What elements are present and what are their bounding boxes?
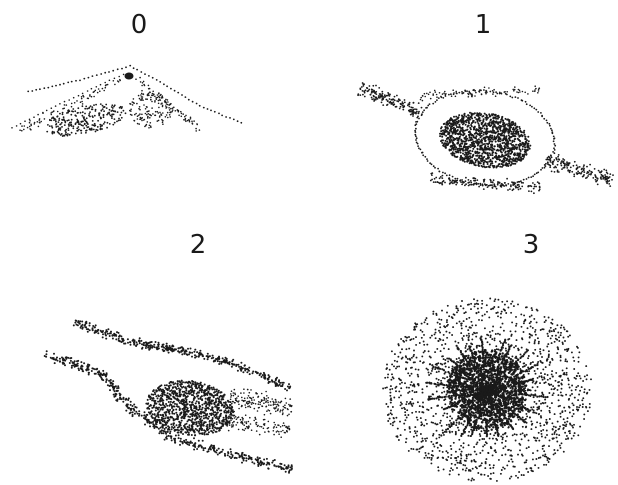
panel-0-drawing — [11, 65, 242, 137]
panel-3-drawing — [382, 298, 592, 482]
panel-2-drawing — [44, 320, 293, 474]
panel-1-drawing — [357, 82, 614, 194]
dark-spot — [125, 73, 134, 80]
